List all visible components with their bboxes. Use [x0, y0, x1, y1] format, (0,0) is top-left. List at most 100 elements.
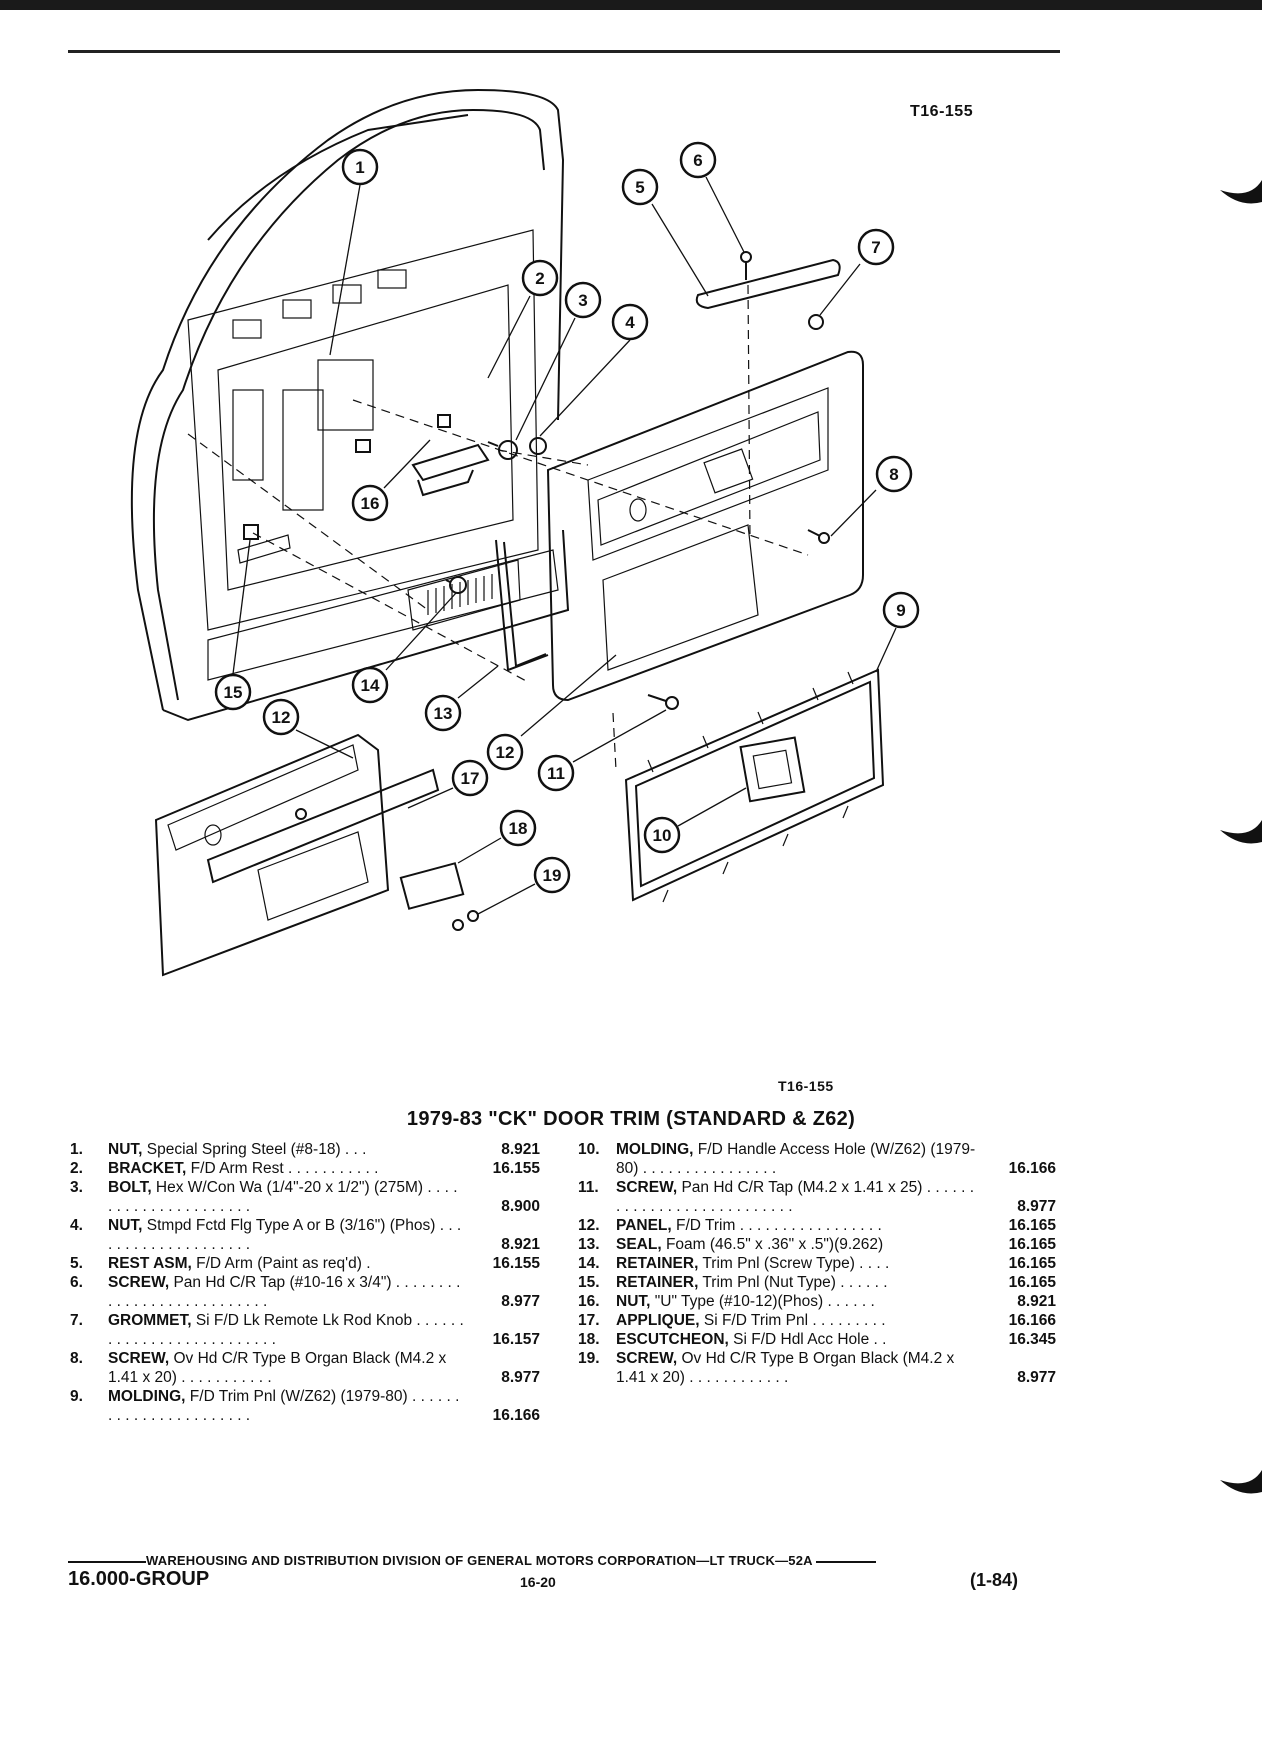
item-detail: Foam (46.5" x .36" x .5")(9.262) — [661, 1236, 884, 1253]
header-rule — [68, 50, 1060, 53]
item-description: RETAINER, Trim Pnl (Nut Type) . . . . . … — [616, 1273, 982, 1292]
callout-18: 18 — [499, 809, 537, 847]
item-part-group: 8.977 — [1017, 1369, 1056, 1386]
parts-list-item: 6.SCREW, Pan Hd C/R Tap (#10-16 x 3/4") … — [70, 1273, 540, 1311]
item-name: ESCUTCHEON, — [616, 1331, 729, 1348]
item-part-group: 8.921 — [501, 1236, 540, 1253]
svg-text:7: 7 — [871, 238, 880, 257]
figure-ref-top: T16-155 — [910, 103, 974, 120]
item-part-group: 16.155 — [492, 1255, 540, 1272]
svg-text:4: 4 — [625, 313, 635, 332]
parts-list-item: 14. RETAINER, Trim Pnl (Screw Type) . . .… — [578, 1254, 1056, 1273]
item-part-group: 16.165 — [1008, 1255, 1056, 1272]
svg-text:10: 10 — [653, 826, 672, 845]
callout-2: 2 — [521, 259, 559, 297]
item-number: 14. — [578, 1255, 600, 1272]
retainer-part — [445, 576, 467, 594]
svg-text:8: 8 — [889, 465, 898, 484]
footer-page-number: 16-20 — [520, 1574, 556, 1590]
screw-part — [295, 808, 307, 820]
item-number: 1. — [70, 1141, 83, 1158]
item-name: GROMMET, — [108, 1312, 192, 1329]
item-detail: F/D Trim . . . . . . . . . . . . . . . .… — [671, 1217, 882, 1234]
parts-list-item: 7.GROMMET, Si F/D Lk Remote Lk Rod Knob … — [70, 1311, 540, 1349]
item-number: 9. — [70, 1388, 83, 1405]
svg-text:2: 2 — [535, 269, 544, 288]
footer-group: 16.000-GROUP — [68, 1568, 210, 1590]
item-description: BOLT, Hex W/Con Wa (1/4"-20 x 1/2") (275… — [108, 1178, 466, 1216]
item-detail: Si F/D Hdl Acc Hole . . — [728, 1331, 887, 1348]
item-detail: Pan Hd C/R Tap (M4.2 x 1.41 x 25) . . . … — [616, 1179, 975, 1215]
item-description: RETAINER, Trim Pnl (Screw Type) . . . . — [616, 1254, 982, 1273]
svg-text:15: 15 — [224, 683, 243, 702]
item-description: ESCUTCHEON, Si F/D Hdl Acc Hole . . — [616, 1330, 982, 1349]
arm-rest-part — [695, 258, 841, 310]
item-part-group: 16.165 — [1008, 1274, 1056, 1291]
bolt-part — [487, 440, 518, 460]
top-scan-border — [0, 0, 1262, 10]
item-number: 15. — [578, 1274, 600, 1291]
item-part-group: 16.166 — [1008, 1160, 1056, 1177]
item-description: NUT, "U" Type (#10-12)(Phos) . . . . . . — [616, 1292, 982, 1311]
section-title: 1979-83 "CK" DOOR TRIM (STANDARD & Z62) — [406, 1108, 856, 1130]
callout-14: 14 — [351, 666, 389, 704]
item-detail: F/D Arm (Paint as req'd) . — [191, 1255, 371, 1272]
item-number: 3. — [70, 1179, 83, 1196]
item-detail: Pan Hd C/R Tap (#10-16 x 3/4") . . . . .… — [108, 1274, 461, 1310]
item-name: NUT, — [616, 1293, 651, 1310]
item-detail: Ov Hd C/R Type B Organ Black (M4.2 x 1.4… — [616, 1350, 955, 1386]
callout-16: 16 — [351, 484, 389, 522]
svg-text:19: 19 — [543, 866, 562, 885]
item-name: BRACKET, — [108, 1160, 187, 1177]
parts-list-right: 10.MOLDING, F/D Handle Access Hole (W/Z6… — [578, 1140, 1056, 1387]
callout-1: 1 — [341, 148, 379, 186]
parts-list-item: 5. REST ASM, F/D Arm (Paint as req'd) . 16… — [70, 1254, 540, 1273]
trim-panel-detail — [154, 733, 440, 977]
svg-text:11: 11 — [547, 764, 565, 783]
item-detail: Trim Pnl (Screw Type) . . . . — [698, 1255, 890, 1272]
item-detail: F/D Handle Access Hole (W/Z62) (1979-80)… — [616, 1141, 976, 1177]
binder-clip-icon — [1220, 1470, 1262, 1494]
callout-6: 6 — [679, 141, 717, 179]
foam-seal-part — [495, 539, 549, 672]
item-part-group: 8.977 — [1017, 1198, 1056, 1215]
item-detail: Trim Pnl (Nut Type) . . . . . . — [698, 1274, 888, 1291]
item-detail: Si F/D Lk Remote Lk Rod Knob . . . . . .… — [108, 1312, 464, 1348]
item-detail: "U" Type (#10-12)(Phos) . . . . . . — [650, 1293, 875, 1310]
parts-list-item: 3. BOLT, Hex W/Con Wa (1/4"-20 x 1/2") (2… — [70, 1178, 540, 1216]
footer-rule — [816, 1560, 877, 1563]
assembly-lines — [187, 284, 809, 771]
item-description: NUT, Special Spring Steel (#8-18) . . . — [108, 1140, 466, 1159]
item-description: REST ASM, F/D Arm (Paint as req'd) . — [108, 1254, 466, 1273]
applique-part — [206, 768, 440, 884]
parts-list-item: 19.SCREW, Ov Hd C/R Type B Organ Black (… — [578, 1349, 1056, 1387]
item-name: MOLDING, — [108, 1388, 186, 1405]
footer-division-text: WAREHOUSING AND DISTRIBUTION DIVISION OF… — [146, 1553, 813, 1568]
item-name: PANEL, — [616, 1217, 672, 1234]
footer-division-line: WAREHOUSING AND DISTRIBUTION DIVISION OF… — [68, 1553, 1058, 1568]
item-detail: Si F/D Trim Pnl . . . . . . . . . — [699, 1312, 886, 1329]
screw-part — [647, 694, 679, 710]
parts-list-item: 8.SCREW, Ov Hd C/R Type B Organ Black (M… — [70, 1349, 540, 1387]
callout-13: 13 — [424, 694, 462, 732]
item-description: BRACKET, F/D Arm Rest . . . . . . . . . … — [108, 1159, 466, 1178]
parts-list-item: 16.NUT, "U" Type (#10-12)(Phos) . . . . … — [578, 1292, 1056, 1311]
item-number: 13. — [578, 1236, 600, 1253]
screw-part — [807, 529, 830, 544]
handle-access-molding-part — [739, 736, 806, 803]
door-frame — [130, 88, 570, 722]
footer-rule — [68, 1560, 146, 1563]
item-number: 5. — [70, 1255, 83, 1272]
parts-list-item: 18.ESCUTCHEON, Si F/D Hdl Acc Hole . .16… — [578, 1330, 1056, 1349]
u-nut-part — [355, 414, 451, 453]
item-description: MOLDING, F/D Trim Pnl (W/Z62) (1979-80) … — [108, 1387, 466, 1425]
item-part-group: 8.977 — [501, 1369, 540, 1386]
svg-text:9: 9 — [896, 601, 905, 620]
parts-list-item: 10.MOLDING, F/D Handle Access Hole (W/Z6… — [578, 1140, 1056, 1178]
item-name: SCREW, — [616, 1179, 678, 1196]
svg-text:3: 3 — [578, 291, 587, 310]
callout-4: 4 — [611, 303, 649, 341]
nut-part — [529, 437, 547, 455]
item-detail: Ov Hd C/R Type B Organ Black (M4.2 x 1.4… — [108, 1350, 447, 1386]
parts-list-item: 4.NUT, Stmpd Fctd Flg Type A or B (3/16"… — [70, 1216, 540, 1254]
